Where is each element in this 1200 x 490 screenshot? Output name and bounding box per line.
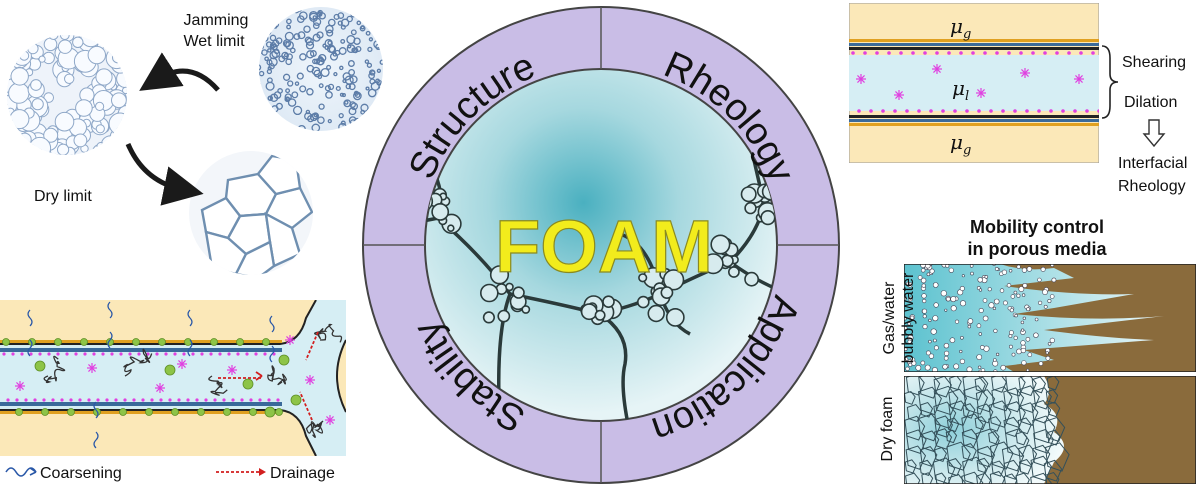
arrow-wet-to-jammed bbox=[139, 52, 220, 92]
arrow-jammed-to-dry bbox=[125, 142, 204, 206]
foam-title: FOAM bbox=[495, 205, 713, 288]
legend-coarsening: Coarsening bbox=[40, 465, 122, 482]
gas-water-label-line1: Gas/water bbox=[881, 281, 898, 355]
shearing-label: Shearing bbox=[1122, 54, 1187, 71]
wet-limit-label: Wet limit bbox=[183, 33, 245, 50]
dry-foam-panel bbox=[903, 372, 1197, 490]
bubbly-water-illustration bbox=[901, 262, 1197, 374]
dry-foam-circle bbox=[188, 150, 314, 276]
mobility-title-line1: Mobility control bbox=[970, 217, 1104, 237]
mobility-title-line2: in porous media bbox=[967, 239, 1107, 259]
plateau-border-illustration bbox=[0, 299, 347, 457]
wet-foam-circle bbox=[258, 6, 384, 132]
bubbly-water-panel bbox=[901, 262, 1197, 374]
gas-water-label: Gas/water bubbly water bbox=[880, 264, 920, 372]
plateau-border-panel bbox=[0, 299, 347, 457]
mobility-title: Mobility control in porous media bbox=[944, 216, 1130, 260]
legend-drainage: Drainage bbox=[270, 465, 335, 482]
dilation-label: Dilation bbox=[1124, 94, 1178, 111]
dense-foam-circle bbox=[6, 34, 128, 156]
coarsening-icon bbox=[5, 467, 37, 477]
brace-icon bbox=[1101, 45, 1119, 119]
dry-foam-porous-illustration bbox=[903, 372, 1197, 490]
thin-film-panel bbox=[848, 2, 1101, 164]
transition-arrows bbox=[125, 52, 220, 206]
drainage-arrow-2 bbox=[299, 391, 313, 421]
jammed-foam-illustration bbox=[7, 35, 127, 155]
dry-foam-illustration bbox=[189, 151, 313, 275]
drainage-arrow-3 bbox=[305, 331, 319, 361]
down-arrow-icon bbox=[1142, 119, 1166, 148]
thin-film-illustration bbox=[848, 2, 1101, 164]
gas-water-label-line2: bubbly water bbox=[900, 272, 917, 364]
wet-foam-illustration bbox=[259, 7, 383, 131]
interfacial-label: Interfacial bbox=[1118, 155, 1188, 172]
rheology-label: Rheology bbox=[1118, 178, 1186, 195]
dry-limit-label: Dry limit bbox=[34, 188, 92, 205]
drainage-icon bbox=[216, 468, 266, 476]
mu-l: μl bbox=[952, 76, 970, 104]
dry-foam-label: Dry foam bbox=[879, 396, 896, 462]
mu-g-bottom: μg bbox=[950, 130, 972, 158]
mu-g-top: μg bbox=[950, 14, 972, 42]
jamming-label: Jamming bbox=[183, 12, 249, 29]
foam-wheel: Structure Rheology Stability Application… bbox=[362, 6, 840, 484]
